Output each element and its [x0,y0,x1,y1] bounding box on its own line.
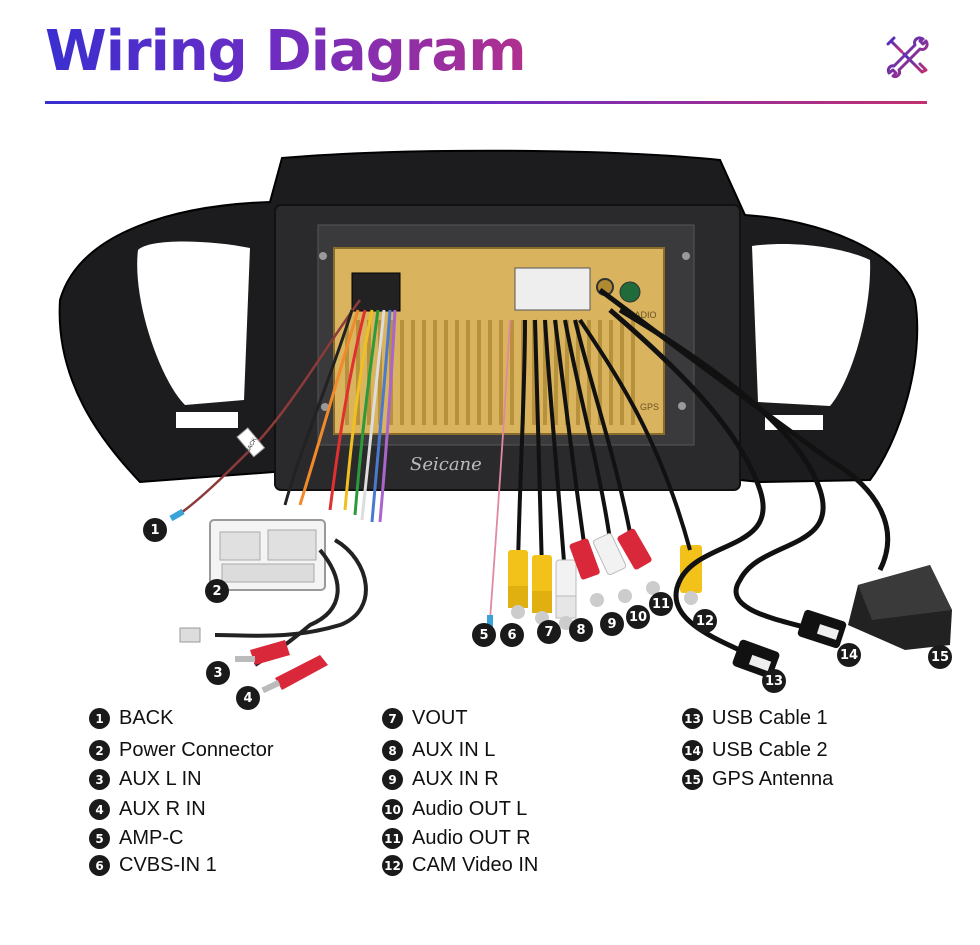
legend-number: 12 [382,855,403,876]
callout-15: 15 [928,645,952,669]
callout-14: 14 [837,643,861,667]
legend-label: Power Connector [119,739,274,761]
legend-label: AUX IN L [412,739,496,761]
power-connector [209,519,326,591]
legend-label: CVBS-IN 1 [119,854,217,876]
legend-label: AMP-C [119,827,184,849]
callout-12: 12 [693,609,717,633]
legend-item-aux-in-r: 9 AUX IN R [382,768,499,791]
legend-label: Audio OUT L [412,798,528,820]
legend-number: 11 [382,828,403,849]
legend-label: AUX L IN [119,768,202,790]
legend-item-back: 1 BACK [89,707,173,730]
legend-number: 13 [682,708,703,729]
legend-number: 5 [89,828,110,849]
legend-item-usb-cable-1: 13 USB Cable 1 [682,707,828,730]
legend-number: 15 [682,769,703,790]
legend-label: AUX R IN [119,798,206,820]
legend-item-power-connector: 2 Power Connector [89,739,274,762]
legend-item-usb-cable-2: 14 USB Cable 2 [682,739,828,762]
legend-item-cvbs-in-1: 6 CVBS-IN 1 [89,854,217,877]
callout-10: 10 [626,605,650,629]
callout-11: 11 [649,592,673,616]
callout-1: 1 [143,518,167,542]
legend-number: 14 [682,740,703,761]
legend-item-gps-antenna: 15 GPS Antenna [682,768,833,791]
legend-label: VOUT [412,707,468,729]
gps-label: GPS [640,402,659,412]
legend-number: 2 [89,740,110,761]
av-socket [514,267,591,311]
callout-13: 13 [762,669,786,693]
legend-number: 6 [89,855,110,876]
legend-number: 3 [89,769,110,790]
legend-number: 10 [382,799,403,820]
callout-9: 9 [600,612,624,636]
legend-item-aux-l-in: 3 AUX L IN [89,768,202,791]
legend-label: USB Cable 1 [712,707,828,729]
legend-number: 9 [382,769,403,790]
page-title: Wiring Diagram [45,12,527,92]
legend-label: Audio OUT R [412,827,531,849]
gps-antenna [848,565,952,650]
legend-item-audio-out-r: 11 Audio OUT R [382,827,531,850]
callout-7: 7 [537,620,561,644]
callout-8: 8 [569,618,593,642]
callout-5: 5 [472,623,496,647]
legend-number: 1 [89,708,110,729]
right-window [752,243,871,406]
head-unit-diagram: RADIO GPS Seicane BACK [58,149,952,694]
watermark: Seicane [410,454,482,475]
legend-number: 7 [382,708,403,729]
legend-label: GPS Antenna [712,768,834,790]
aux-rca-plugs [235,640,328,694]
callout-4: 4 [236,686,260,710]
legend-item-cam-video-in: 12 CAM Video IN [382,854,538,877]
radio-label: RADIO [628,310,657,320]
wrench-screwdriver-icon [886,36,929,78]
legend-number: 4 [89,799,110,820]
title-divider [45,101,927,104]
legend-label: USB Cable 2 [712,739,828,761]
legend-item-aux-r-in: 4 AUX R IN [89,798,206,821]
callout-6: 6 [500,623,524,647]
callout-2: 2 [205,579,229,603]
left-window [137,241,250,405]
legend-label: CAM Video IN [412,854,539,876]
gps-socket [619,281,641,303]
legend-label: BACK [119,707,174,729]
callout-3: 3 [206,661,230,685]
power-socket [351,272,401,312]
legend-number: 8 [382,740,403,761]
legend-item-vout: 7 VOUT [382,707,468,730]
legend-item-aux-in-l: 8 AUX IN L [382,739,495,762]
legend-item-audio-out-l: 10 Audio OUT L [382,798,527,821]
screws [319,252,690,411]
legend-label: AUX IN R [412,768,499,790]
legend-item-amp-c: 5 AMP-C [89,827,183,850]
usb-plugs [732,609,847,679]
